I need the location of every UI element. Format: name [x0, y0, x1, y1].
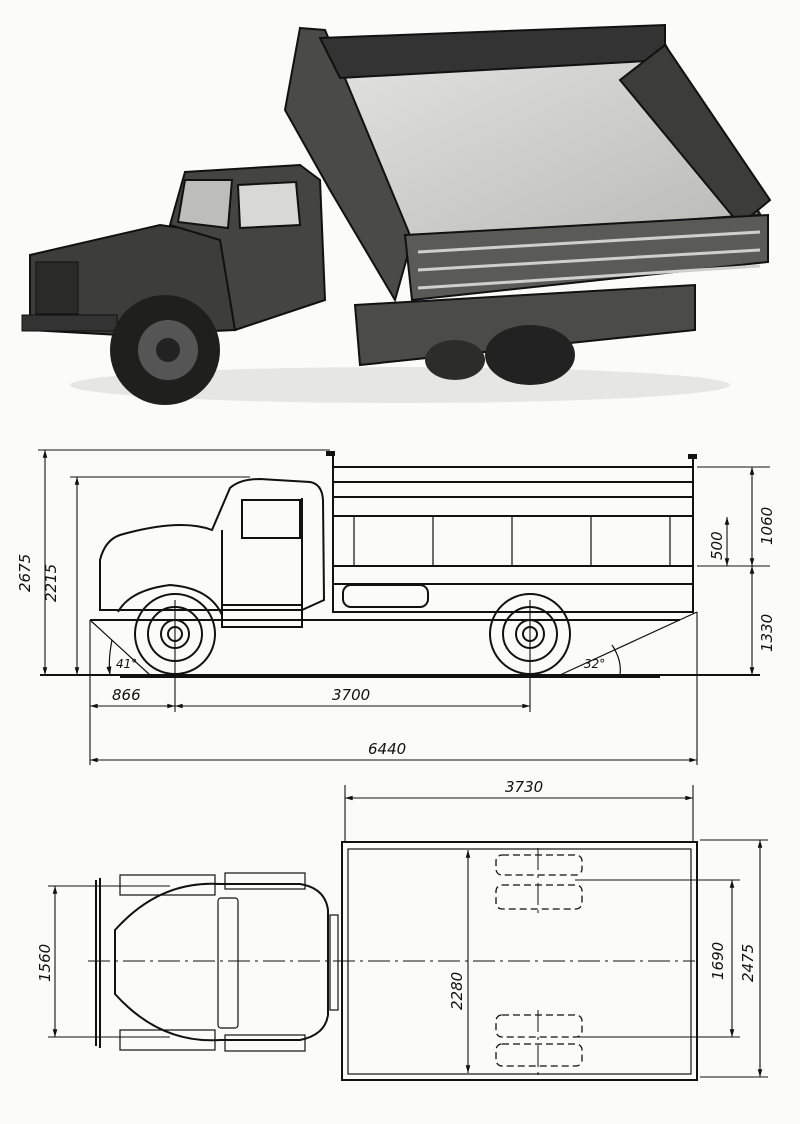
- dim-body-inner-width: 2280: [448, 972, 466, 1010]
- photo-front-wheel: [110, 295, 220, 405]
- dim-front-track: 1560: [36, 944, 54, 982]
- dim-front-overhang: 866: [112, 686, 141, 704]
- rear-dual-wheels: [495, 854, 583, 1067]
- front-grille: [35, 261, 79, 315]
- top-view: 3730 1560 2280 1690 2475: [36, 778, 768, 1081]
- cargo-body-side: [326, 451, 697, 613]
- photo-rear-wheel: [425, 325, 575, 385]
- dim-body-length: 3730: [505, 778, 543, 796]
- dim-wheelbase: 3700: [332, 686, 370, 704]
- dim-overall-width: 2475: [739, 944, 757, 982]
- cab-outline: [99, 477, 326, 611]
- approach-angle: 41°: [116, 657, 137, 671]
- truck-photo: [21, 23, 772, 405]
- cab-window: [236, 180, 302, 230]
- dump-body-rear-wall: [618, 43, 772, 227]
- departure-angle: 32°: [584, 657, 605, 671]
- cab-top-outline: [114, 882, 329, 1042]
- front-bumper: [21, 314, 118, 332]
- fuel-tank: [342, 584, 429, 608]
- dim-overall-length: 6440: [368, 740, 406, 758]
- dim-platform-height: 1330: [758, 614, 776, 652]
- dim-rear-track: 1690: [709, 942, 727, 980]
- windshield: [176, 179, 234, 230]
- dump-body-front-wall: [283, 26, 414, 303]
- dim-cab-height: 2215: [42, 564, 60, 602]
- side-view: 2675 2215 500 1060 1330 41° 32° 866 3700…: [16, 449, 776, 765]
- dim-overall-height: 2675: [16, 554, 34, 592]
- dim-side-board-height: 500: [708, 531, 726, 560]
- dim-body-height: 1060: [758, 507, 776, 545]
